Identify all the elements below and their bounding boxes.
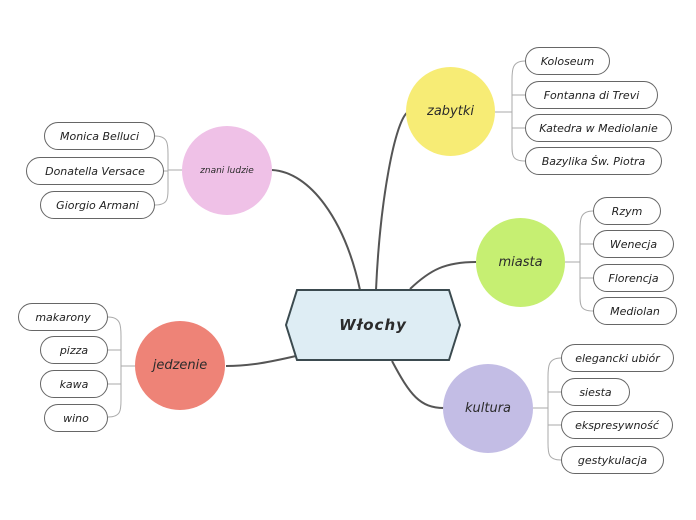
topic-zabytki-label: zabytki	[427, 104, 474, 119]
central-topic[interactable]: Włochy	[285, 289, 461, 361]
leaf-zabytki-1[interactable]: Koloseum	[525, 47, 610, 75]
brackets-zabytki	[495, 60, 526, 162]
leaf-miasta-4[interactable]: Mediolan	[593, 297, 677, 325]
central-topic-shape	[285, 289, 461, 361]
leaf-miasta-3[interactable]: Florencja	[593, 264, 674, 292]
brackets-kultura	[533, 357, 562, 461]
connector-zabytki	[375, 111, 409, 291]
central-topic-label: Włochy	[339, 316, 407, 334]
connector-kultura	[391, 360, 445, 409]
leaf-jedzenie-1[interactable]: makarony	[18, 303, 108, 331]
leaf-znani-ludzie-3[interactable]: Giorgio Armani	[40, 191, 155, 219]
topic-kultura-label: kultura	[464, 401, 512, 416]
topic-zabytki[interactable]: zabytki	[406, 67, 495, 156]
connector-miasta	[409, 261, 477, 290]
connector-znani-ludzie	[271, 169, 361, 291]
brackets-jedzenie	[107, 316, 136, 418]
topic-kultura[interactable]: kultura	[443, 364, 533, 453]
leaf-kultura-2[interactable]: siesta	[561, 378, 630, 406]
leaf-zabytki-3[interactable]: Katedra w Mediolanie	[525, 114, 672, 142]
leaf-kultura-4[interactable]: gestykulacja	[561, 446, 664, 474]
leaf-zabytki-2[interactable]: Fontanna di Trevi	[525, 81, 658, 109]
leaf-znani-ludzie-1[interactable]: Monica Belluci	[44, 122, 155, 150]
brackets-znani-ludzie	[154, 135, 183, 206]
topic-jedzenie[interactable]: jedzenie	[135, 321, 225, 410]
leaf-miasta-1[interactable]: Rzym	[593, 197, 661, 225]
topic-miasta[interactable]: miasta	[476, 218, 565, 307]
leaf-zabytki-4[interactable]: Bazylika Św. Piotra	[525, 147, 662, 175]
topic-jedzenie-label: jedzenie	[152, 358, 208, 373]
topic-znani-ludzie-label: znani ludzie	[200, 165, 254, 176]
topic-miasta-label: miasta	[498, 255, 543, 270]
leaf-kultura-1[interactable]: elegancki ubiór	[561, 344, 674, 372]
leaf-jedzenie-2[interactable]: pizza	[40, 336, 108, 364]
topic-znani-ludzie[interactable]: znani ludzie	[182, 126, 272, 215]
brackets-miasta	[565, 210, 594, 312]
leaf-jedzenie-3[interactable]: kawa	[40, 370, 108, 398]
leaf-jedzenie-4[interactable]: wino	[44, 404, 108, 432]
leaf-miasta-2[interactable]: Wenecja	[593, 230, 674, 258]
connector-jedzenie	[225, 355, 297, 367]
leaf-znani-ludzie-2[interactable]: Donatella Versace	[26, 157, 164, 185]
leaf-kultura-3[interactable]: ekspresywność	[561, 411, 673, 439]
